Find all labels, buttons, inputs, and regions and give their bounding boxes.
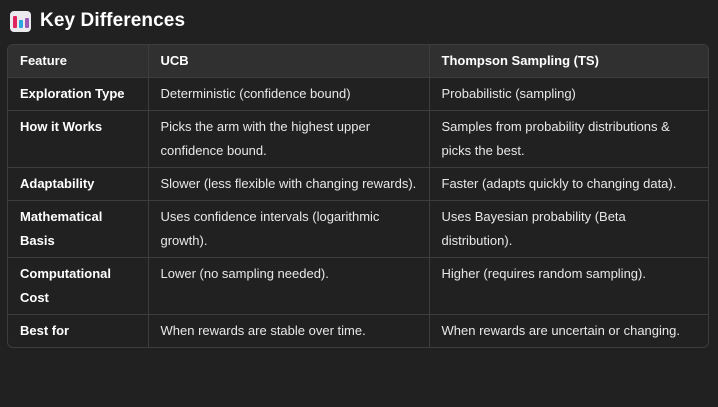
ts-cell: Probabilistic (sampling) <box>429 77 708 111</box>
ts-cell: Faster (adapts quickly to changing data)… <box>429 167 708 201</box>
comparison-table: Feature UCB Thompson Sampling (TS) Explo… <box>7 44 709 348</box>
section-heading: Key Differences <box>10 8 185 34</box>
header-feature: Feature <box>8 45 149 78</box>
table-row: Best for When rewards are stable over ti… <box>8 314 708 347</box>
feature-cell: Adaptability <box>8 167 149 201</box>
table-row: Exploration Type Deterministic (confiden… <box>8 77 708 111</box>
feature-cell: Exploration Type <box>8 77 149 111</box>
table-header-row: Feature UCB Thompson Sampling (TS) <box>8 45 708 78</box>
ucb-cell: Slower (less flexible with changing rewa… <box>148 167 430 201</box>
table-row: Adaptability Slower (less flexible with … <box>8 167 708 201</box>
ucb-cell: When rewards are stable over time. <box>148 314 430 347</box>
feature-cell: Computational Cost <box>8 257 149 315</box>
table-row: Computational Cost Lower (no sampling ne… <box>8 257 708 315</box>
table-row: Mathematical Basis Uses confidence inter… <box>8 200 708 258</box>
ucb-cell: Lower (no sampling needed). <box>148 257 430 315</box>
table-row: How it Works Picks the arm with the high… <box>8 110 708 168</box>
header-thompson-sampling: Thompson Sampling (TS) <box>429 45 708 78</box>
ucb-cell: Deterministic (confidence bound) <box>148 77 430 111</box>
feature-cell: Best for <box>8 314 149 347</box>
bar-chart-icon <box>10 10 31 32</box>
ts-cell: When rewards are uncertain or changing. <box>441 323 680 338</box>
ts-cell: Higher (requires random sampling). <box>429 257 708 315</box>
ts-cell: Uses Bayesian probability (Beta distribu… <box>429 200 708 258</box>
ucb-cell: Uses confidence intervals (logarithmic g… <box>148 200 430 258</box>
section-title: Key Differences <box>40 10 186 31</box>
ucb-cell: Picks the arm with the highest upper con… <box>148 110 430 168</box>
feature-cell: How it Works <box>8 110 149 168</box>
feature-cell: Mathematical Basis <box>8 200 149 258</box>
header-ucb: UCB <box>148 45 430 78</box>
ts-cell: Samples from probability distributions &… <box>429 110 708 168</box>
